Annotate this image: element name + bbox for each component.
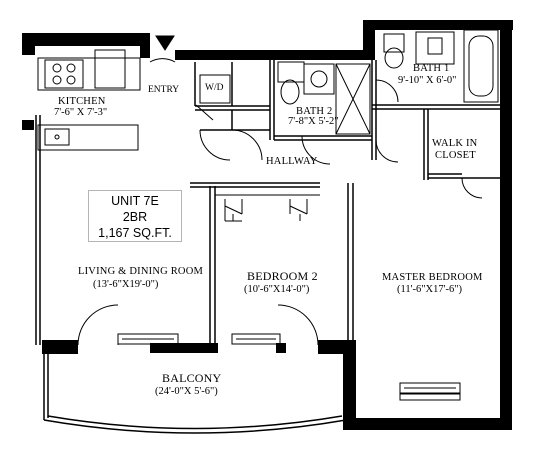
entry-label: ENTRY [148,85,180,95]
bath2-sink-icon [303,63,335,95]
balcony-label: BALCONY [162,371,222,385]
exterior-walls [22,20,513,430]
bath2-shower-icon [335,63,371,135]
wd-label: W/D [205,83,224,93]
entry-fixtures [149,35,263,161]
walkin-label-1: WALK IN [432,138,478,149]
bath2-label: BATH 2 [296,106,333,117]
bedroom2-dims: (10'-6"X14'-0") [244,284,310,295]
bath2-fixtures [277,61,371,165]
balcony-doors [77,304,461,401]
bath2-toilet-icon [280,79,300,105]
unit-type: 2BR [122,210,148,224]
closet-fixtures [215,194,320,222]
master-dims: (11'-6"X17'-6") [397,284,463,295]
bedroom2-sliding-door [231,333,281,345]
entry-arrow-icon [155,35,175,51]
kitchen-label: KITCHEN [58,96,106,107]
unit-info-box: UNIT 7E 2BR 1,167 SQ.FT. [88,190,182,242]
living-dims: (13'-6"X19'-0") [93,279,159,290]
balcony-dims: (24'-0"X 5'-6") [155,386,218,397]
kitchen-sink-icon [44,128,70,146]
unit-area: 1,167 SQ.FT. [98,226,172,240]
living-label: LIVING & DINING ROOM [78,266,204,277]
bath1-label: BATH 1 [413,63,450,74]
refrigerator-icon [94,49,126,89]
living-sliding-door [117,333,179,345]
hallway-label: HALLWAY [266,156,318,167]
bedroom2-label: BEDROOM 2 [247,269,318,283]
master-window [399,382,461,394]
range-icon [44,59,84,89]
closet-door-swing [461,177,483,199]
walkin-label-2: CLOSET [435,150,476,161]
washer-dryer-icon [199,74,231,104]
bath1-sink-icon [415,31,455,65]
unit-name: UNIT 7E [111,194,159,208]
kitchen-fixtures [37,49,141,151]
bath1-fixtures [375,29,499,199]
bath1-dims: 9'-10" X 6'-0" [398,75,457,86]
bedroom2-door-swing [277,304,319,346]
bathtub-icon [463,29,499,103]
living-door-swing [77,304,119,346]
bath1-toilet-icon [384,47,404,69]
interior-walls [35,60,500,345]
balcony-outline [43,354,347,434]
kitchen-dims: 7'-6" X 7'-3" [54,107,108,118]
master-label: MASTER BEDROOM [382,272,483,283]
bath2-dims: 7'-8"X 5'-2" [288,116,339,127]
